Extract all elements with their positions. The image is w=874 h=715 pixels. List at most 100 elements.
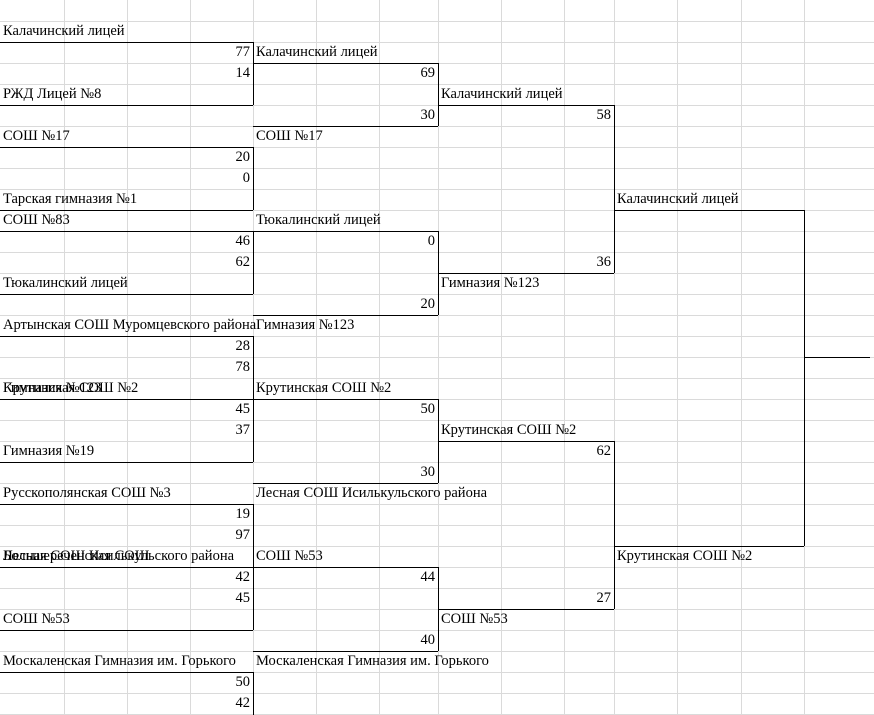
team-name[interactable]: Тюкалинский лицей	[256, 212, 381, 228]
gridline-col	[614, 0, 615, 715]
gridline-row	[0, 21, 874, 22]
team-name[interactable]: СОШ №17	[256, 128, 323, 144]
score-cell[interactable]: 40	[420, 632, 436, 648]
score-cell[interactable]: 27	[596, 590, 612, 606]
team-name[interactable]: Крутинская СОШ №2	[3, 380, 139, 396]
score-cell[interactable]: 36	[596, 254, 612, 270]
team-name[interactable]: Лесная СОШ Исилькульского района	[256, 485, 488, 501]
bracket-line	[253, 231, 254, 294]
score-cell[interactable]: 20	[420, 296, 436, 312]
bracket-line	[0, 672, 253, 673]
score-cell[interactable]: 20	[235, 149, 251, 165]
team-name[interactable]: Калачинский лицей	[256, 44, 378, 60]
score-cell[interactable]: 0	[242, 170, 250, 186]
gridline-row	[0, 336, 874, 337]
team-name[interactable]: СОШ №53	[441, 611, 508, 627]
team-name[interactable]: СОШ №53	[256, 548, 323, 564]
bracket-line	[253, 504, 254, 567]
score-cell[interactable]: 19	[235, 506, 251, 522]
bracket-line	[253, 399, 254, 462]
team-name[interactable]: Русскополянская СОШ №3	[3, 485, 171, 501]
bracket-line	[0, 567, 253, 568]
gridline-row	[0, 693, 874, 694]
team-name[interactable]: СОШ №17	[3, 128, 70, 144]
team-name[interactable]: Калачинский лицей	[617, 191, 739, 207]
bracket-line	[253, 567, 438, 568]
score-cell[interactable]: 78	[235, 359, 251, 375]
score-cell[interactable]: 45	[235, 401, 251, 417]
gridline-row	[0, 525, 874, 526]
gridline-row	[0, 210, 874, 211]
score-cell[interactable]: 37	[235, 422, 251, 438]
bracket-line	[0, 231, 253, 232]
team-name[interactable]: Калачинский лицей	[441, 86, 563, 102]
score-cell[interactable]: 44	[420, 569, 436, 585]
score-cell[interactable]: 69	[420, 65, 436, 81]
bracket-line	[253, 651, 438, 652]
bracket-line	[253, 147, 254, 210]
bracket-line	[253, 231, 438, 232]
bracket-line	[0, 294, 253, 295]
bracket-line	[438, 63, 439, 126]
score-cell[interactable]: 14	[235, 65, 251, 81]
team-name[interactable]: Тарская гимназия №1	[3, 191, 138, 207]
score-cell[interactable]: 50	[235, 674, 251, 690]
team-name[interactable]: Крутинская СОШ №2	[617, 548, 753, 564]
bracket-line	[253, 126, 438, 127]
score-cell[interactable]: 42	[235, 695, 251, 711]
gridline-row	[0, 504, 874, 505]
score-cell[interactable]: 42	[235, 569, 251, 585]
bracket-line	[253, 315, 438, 316]
score-cell[interactable]: 97	[235, 527, 251, 543]
bracket-line	[0, 630, 253, 631]
bracket-line	[438, 105, 614, 106]
score-cell[interactable]: 46	[235, 233, 251, 249]
score-cell[interactable]: 28	[235, 338, 251, 354]
team-name[interactable]: Крутинская СОШ №2	[441, 422, 577, 438]
score-cell[interactable]: 45	[235, 590, 251, 606]
gridline-row	[0, 441, 874, 442]
team-name[interactable]: Тюкалинский лицей	[3, 275, 128, 291]
team-name[interactable]: СОШ №83	[3, 212, 70, 228]
team-name[interactable]: Артынская СОШ Муромцевского района	[3, 317, 257, 333]
team-name[interactable]: Большереченская СОШ	[3, 548, 150, 564]
team-name[interactable]: Гимназия №123	[256, 317, 355, 333]
team-name[interactable]: Москаленская Гимназия им. Горького	[256, 653, 489, 669]
bracket-line	[253, 399, 438, 400]
gridline-row	[0, 357, 874, 358]
score-cell[interactable]: 30	[420, 107, 436, 123]
gridline-row	[0, 630, 874, 631]
bracket-line	[0, 336, 253, 337]
team-name[interactable]: Москаленская Гимназия им. Горького	[3, 653, 236, 669]
team-name[interactable]: Калачинский лицей	[3, 23, 125, 39]
bracket-line	[614, 210, 804, 211]
gridline-col	[190, 0, 191, 715]
score-cell[interactable]: 30	[420, 464, 436, 480]
bracket-line	[0, 147, 253, 148]
score-cell[interactable]: 0	[427, 233, 435, 249]
bracket-line	[253, 42, 254, 105]
team-name[interactable]: Гимназия №123	[441, 275, 540, 291]
team-name[interactable]: СОШ №53	[3, 611, 70, 627]
team-name[interactable]: Гимназия №123	[3, 380, 102, 396]
score-cell[interactable]: 77	[235, 44, 251, 60]
gridline-row	[0, 273, 874, 274]
gridline-row	[0, 672, 874, 673]
score-cell[interactable]: 58	[596, 107, 612, 123]
bracket-line	[0, 462, 253, 463]
score-cell[interactable]: 50	[420, 401, 436, 417]
score-cell[interactable]: 62	[596, 443, 612, 459]
team-name[interactable]: Крутинская СОШ №2	[256, 380, 392, 396]
team-name[interactable]: Лесная СОШ Исилькульского района	[3, 548, 235, 564]
bracket-line	[253, 483, 438, 484]
gridline-row	[0, 420, 874, 421]
team-name[interactable]: РЖД Лицей №8	[3, 86, 102, 102]
bracket-line	[804, 210, 805, 546]
gridline-col	[64, 0, 65, 715]
team-name[interactable]: Гимназия №19	[3, 443, 95, 459]
gridline-row	[0, 105, 874, 106]
bracket-line	[253, 672, 254, 715]
score-cell[interactable]: 62	[235, 254, 251, 270]
bracket-line	[253, 63, 438, 64]
